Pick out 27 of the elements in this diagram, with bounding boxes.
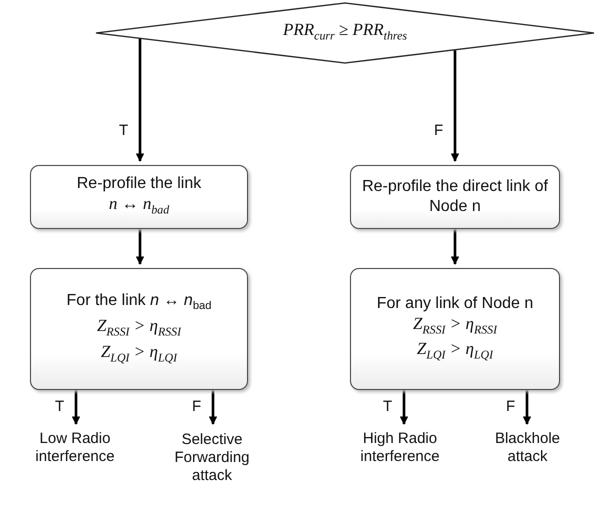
formula: Z$_{LQI}$ > η$_{LQI}$	[100, 342, 178, 366]
arrow	[136, 38, 144, 162]
process-box	[30, 165, 248, 229]
outcome-text: Selective Forwarding attack	[173, 431, 251, 485]
arrow	[208, 390, 218, 425]
outcome-text: Blackhole attack	[494, 430, 562, 466]
formula: Z$_{RSSI}$ > η$_{RSSI}$	[412, 314, 498, 338]
formula: Z$_{LQI}$ > η$_{LQI}$	[416, 339, 494, 364]
step-text: For any link of Node n	[376, 294, 534, 314]
outcome-text: Low Radio interference	[34, 430, 116, 466]
step-text: Re-profile the link	[76, 174, 202, 194]
arrow	[450, 50, 460, 162]
arrow	[450, 229, 460, 265]
step-text: Re-profile the direct link of Node n	[361, 177, 549, 217]
process-box	[350, 165, 560, 229]
arrow	[72, 390, 80, 425]
arrow	[136, 229, 144, 265]
formula: PRR$_{curr}$ ≥ PRR$_{thres}$	[283, 20, 407, 45]
formula: n ↔ n$_{bad}$	[108, 194, 170, 219]
step-text: For the link n ↔ n$_{bad}$	[66, 291, 212, 314]
arrow	[522, 390, 532, 425]
formula: Z$_{RSSI}$ > η$_{RSSI}$	[96, 316, 182, 341]
outcome-text: High Radio interference	[359, 430, 441, 466]
decision-diamond	[95, 2, 595, 64]
process-box	[350, 268, 560, 390]
process-box	[30, 268, 248, 390]
arrow	[400, 390, 408, 425]
